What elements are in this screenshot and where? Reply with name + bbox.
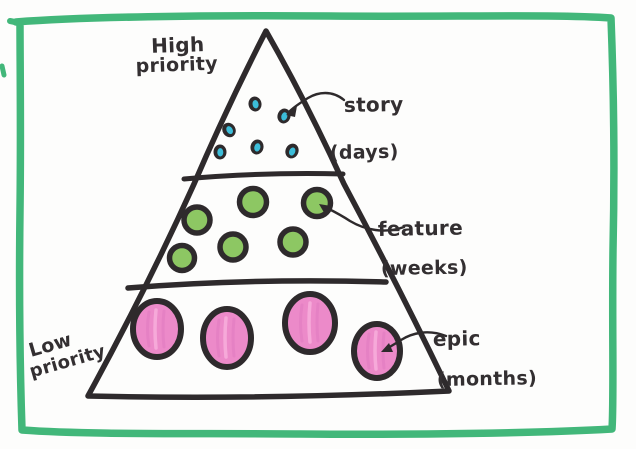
epic-arrowhead-icon bbox=[381, 343, 393, 352]
epic-oval-streaks bbox=[373, 330, 378, 371]
story-dot bbox=[285, 143, 299, 159]
diagram-labels: High priority Low priority story (days) … bbox=[26, 32, 537, 391]
story-dot-fill bbox=[252, 100, 259, 109]
story-dot-fill bbox=[226, 126, 233, 135]
story-dot-fill bbox=[289, 147, 296, 156]
story-dot-fill bbox=[281, 112, 288, 121]
annotation-arrows bbox=[286, 91, 448, 352]
feature-circle bbox=[217, 231, 249, 263]
epic-oval-streaks bbox=[153, 308, 158, 350]
epic-tier bbox=[130, 291, 403, 381]
epic-tier-timescale: (months) bbox=[437, 367, 537, 391]
feature-tier-timescale: (weeks) bbox=[381, 256, 468, 280]
story-tier-label: story bbox=[344, 92, 404, 117]
epic-oval bbox=[130, 298, 184, 360]
story-tier bbox=[213, 96, 299, 160]
epic-oval-streaks bbox=[299, 302, 320, 343]
high-priority-label-line1: High bbox=[151, 32, 205, 58]
epic-oval-streaks bbox=[307, 301, 312, 344]
story-arrowhead-icon bbox=[286, 106, 297, 117]
feature-arrow bbox=[325, 206, 406, 232]
tier-divider-feature-epic bbox=[125, 278, 389, 291]
feature-arrowhead-icon bbox=[319, 204, 331, 216]
epic-oval bbox=[351, 321, 403, 381]
story-dot bbox=[277, 108, 291, 124]
epic-tier-label: epic bbox=[433, 326, 481, 351]
feature-circle bbox=[277, 226, 309, 258]
feature-tier bbox=[166, 185, 334, 274]
story-dot bbox=[250, 139, 264, 155]
story-dot bbox=[213, 144, 227, 160]
story-dot-fill bbox=[217, 148, 224, 157]
feature-circle bbox=[181, 204, 213, 236]
story-dot bbox=[248, 96, 262, 112]
epic-oval-streaks bbox=[216, 317, 236, 358]
story-arrow bbox=[288, 91, 346, 113]
frame-corner-overshoot bbox=[7, 18, 23, 26]
story-tier-timescale: (days) bbox=[330, 141, 399, 164]
frame-stray-mark bbox=[0, 63, 7, 78]
story-dot-fill bbox=[254, 143, 261, 152]
epic-oval bbox=[200, 306, 254, 370]
epic-oval-streaks bbox=[223, 316, 228, 359]
epic-arrow bbox=[386, 331, 448, 350]
story-dot bbox=[222, 122, 236, 138]
tier-divider-story-feature bbox=[181, 171, 346, 182]
pyramid-outline bbox=[85, 28, 452, 400]
low-priority-label: Low priority bbox=[26, 329, 108, 383]
epic-oval-streaks bbox=[146, 309, 166, 349]
feature-circle bbox=[236, 185, 270, 219]
feature-tier-label: feature bbox=[378, 216, 463, 241]
feature-circle bbox=[166, 242, 198, 274]
high-priority-label-line2: priority bbox=[135, 53, 218, 78]
frame-border bbox=[12, 12, 618, 439]
